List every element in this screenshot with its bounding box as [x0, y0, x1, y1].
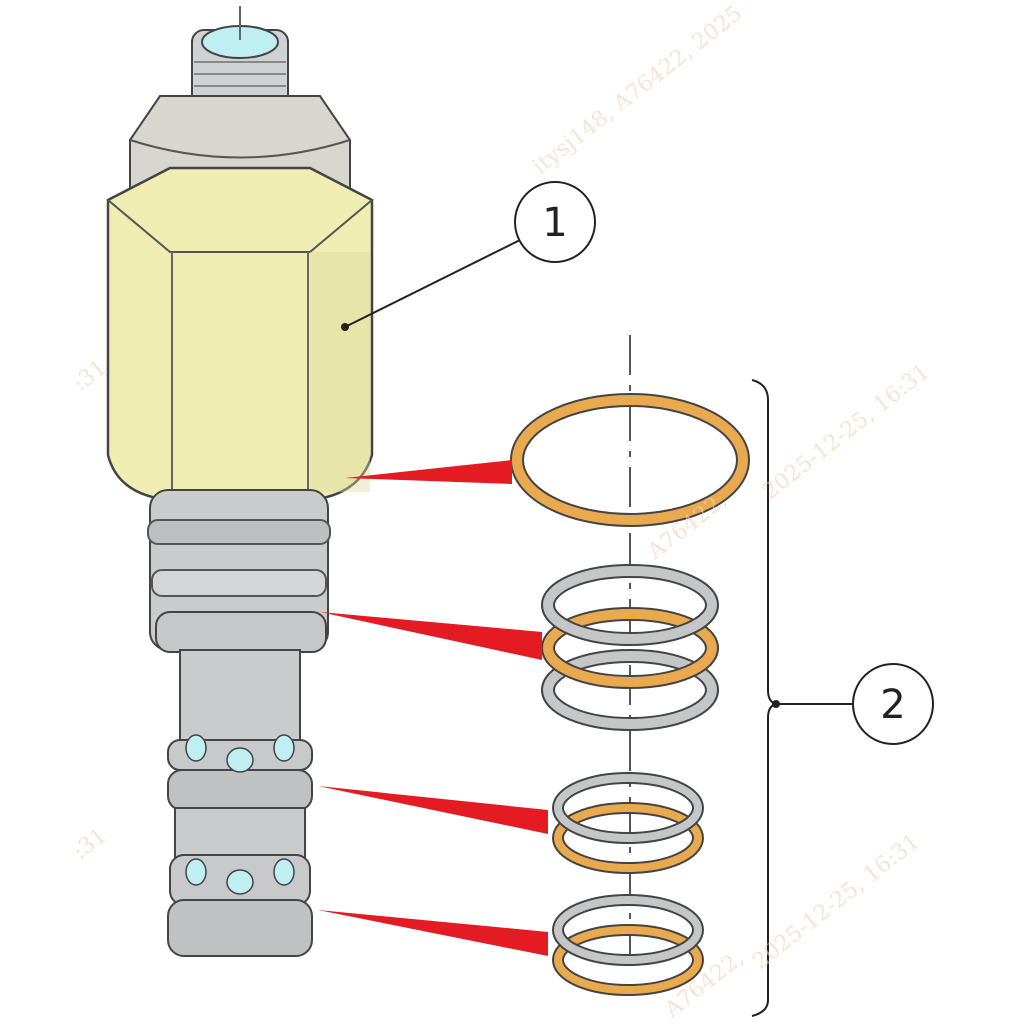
pointer-wedge-4 — [318, 910, 548, 956]
seal-set-2 — [541, 564, 719, 731]
cartridge-sleeve — [147, 489, 331, 957]
seal-set-4 — [552, 894, 704, 996]
watermark-text: :31 — [68, 355, 111, 396]
pointer-wedge-1 — [345, 460, 512, 484]
hex-body — [106, 166, 374, 502]
port-holes — [185, 734, 295, 895]
cartridge-valve-icon — [106, 6, 374, 957]
watermark-text: 2025-12-25, 16:31 — [758, 359, 934, 504]
watermark-text: itysj148, A76422, 2025 — [528, 1, 747, 180]
pointer-wedge-icon — [318, 460, 548, 956]
callout-2: 2 — [751, 379, 934, 1017]
watermark-text: :31 — [68, 823, 111, 864]
pointer-wedge-2 — [320, 612, 542, 660]
seal-ring-icon — [510, 393, 750, 996]
watermark-text: A76422, — [643, 488, 732, 565]
pointer-wedge-3 — [318, 786, 548, 834]
callout-1: 1 — [341, 181, 596, 331]
callout-1-label: 1 — [542, 200, 567, 246]
seal-set-3 — [552, 772, 704, 874]
callout-2-label: 2 — [880, 682, 905, 728]
watermark-text: 2025-12-25, 16:31 — [748, 829, 924, 974]
